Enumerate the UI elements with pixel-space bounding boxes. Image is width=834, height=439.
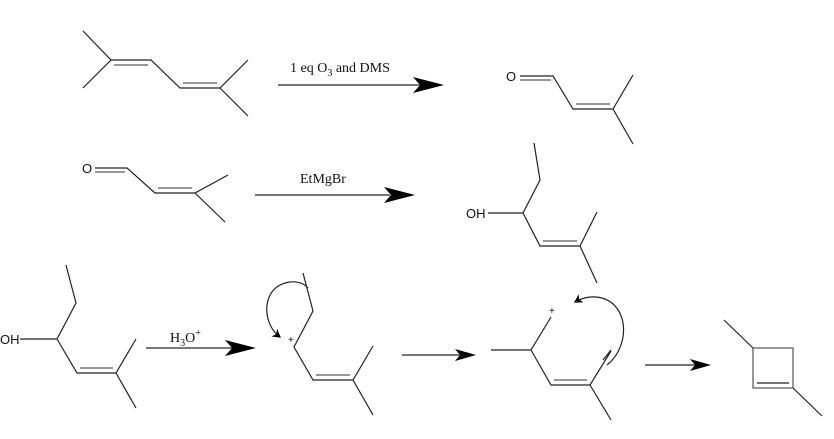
reaction-arrow-1 bbox=[278, 77, 444, 93]
oxygen-label: O bbox=[82, 161, 92, 176]
hydroxyl-label: OH bbox=[466, 206, 486, 221]
hydroxyl-label: OH bbox=[0, 332, 20, 347]
cation-charge: + bbox=[549, 306, 555, 317]
molecule-alcohol: OH bbox=[0, 264, 137, 409]
molecule-enal: O bbox=[82, 161, 229, 223]
cation-charge: + bbox=[288, 335, 294, 346]
reagent-ozone-dms: 1 eq O3 and DMS bbox=[290, 61, 390, 79]
curved-arrow-cyclization bbox=[573, 294, 625, 366]
reaction-arrow-2 bbox=[255, 187, 415, 203]
molecule-carbocation-2: + bbox=[491, 294, 625, 421]
molecule-diene bbox=[82, 30, 249, 117]
reaction-arrow-3 bbox=[146, 340, 256, 356]
reaction-arrow-5 bbox=[645, 359, 711, 371]
molecule-alcohol-product: OH bbox=[466, 142, 598, 284]
reagent-etmgbr: EtMgBr bbox=[300, 172, 346, 187]
molecule-carbocation-1: + bbox=[266, 272, 374, 416]
reaction-arrow-4 bbox=[402, 349, 476, 361]
curved-arrow-hydride-shift bbox=[266, 281, 309, 338]
reagent-hydronium: H3O+ bbox=[170, 328, 201, 349]
molecule-enal-product: O bbox=[506, 69, 634, 145]
molecule-cyclobutene bbox=[723, 319, 823, 417]
oxygen-label: O bbox=[506, 69, 516, 84]
